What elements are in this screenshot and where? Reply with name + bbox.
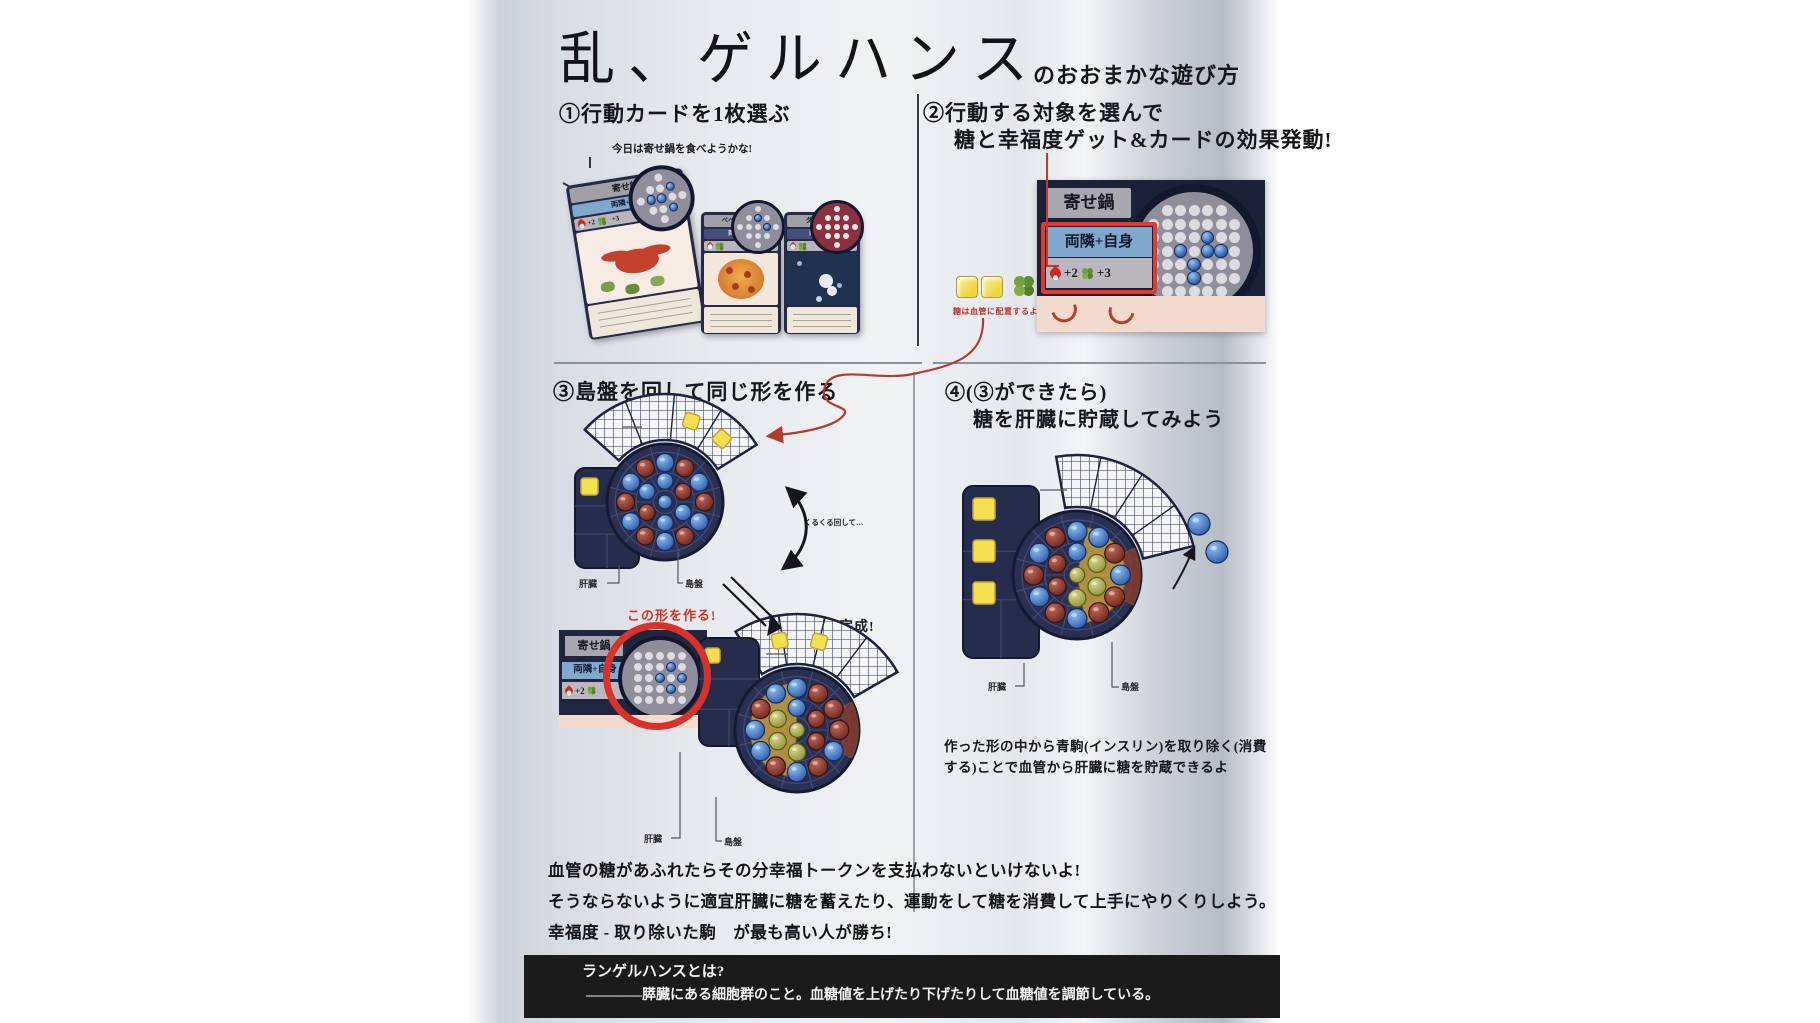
- section4-heading-line1: ④(③ができたら): [945, 382, 1108, 404]
- pattern-disc-red: [810, 200, 864, 254]
- vegetable-illustration: [599, 281, 616, 294]
- card-food-image: [704, 253, 778, 305]
- card-food-strip: [1037, 296, 1265, 332]
- action-card-diving: ダイビング 両隣/自身: [784, 200, 864, 334]
- blood-value: +2: [586, 218, 596, 228]
- label-islet-board: 島盤: [724, 837, 743, 847]
- blood-icon: [788, 241, 798, 251]
- make-shape-note: この形を作る!: [627, 608, 717, 623]
- card-scene-image: [787, 253, 857, 305]
- effect-highlight-box: 両隣+自身 +2 +3: [1041, 222, 1157, 294]
- card-description-box: [787, 307, 857, 333]
- footer-answer: ――――膵臓にある細胞群のこと。血糖値を上げたり下げたりして血糖値を調節している…: [586, 988, 1160, 1003]
- blood-icon: [576, 218, 588, 230]
- crab-claw: [1051, 303, 1081, 327]
- label-islet-board: 島盤: [1121, 682, 1140, 692]
- label-liver: 肝臓: [644, 834, 663, 844]
- divider-horizontal-left: [554, 362, 922, 364]
- divider-vertical-top: [917, 94, 919, 346]
- card-title: 寄せ鍋: [1047, 188, 1131, 218]
- blood-icon: [705, 241, 715, 251]
- shape-highlight-circle: [603, 622, 711, 730]
- card-target: 両隣+自身: [1046, 227, 1152, 257]
- blood-icon: [563, 684, 575, 697]
- rulebook-poster: 乱、ゲルハンス のおおまかな遊び方 ①行動カードを1枚選ぶ 今日は寄せ鍋を食べよ…: [467, 0, 1332, 1023]
- card-description-box: [704, 307, 778, 333]
- section4-body-line1: 作った形の中から青駒(インスリン)を取り除く(消費: [944, 739, 1267, 754]
- clover-icon: [587, 686, 596, 695]
- happiness-token: [1012, 274, 1036, 298]
- clover-value: +3: [611, 214, 620, 224]
- divider-horizontal-right: [933, 362, 1266, 364]
- pattern-disc: [731, 200, 785, 254]
- blood-value: +2: [575, 685, 585, 696]
- game-logo: 乱、ゲルハンス: [559, 26, 1041, 93]
- sugar-placement-note: 糖は血管に配置するよ!: [953, 307, 1042, 316]
- clover-icon: [715, 241, 724, 250]
- islet-board-b1: [574, 392, 759, 569]
- clover-icon: [1081, 267, 1094, 280]
- islet-board-b2: [698, 612, 900, 794]
- blood-value: +2: [1064, 265, 1078, 280]
- crab-illustration: [613, 246, 661, 277]
- crab-claw: [1105, 306, 1135, 328]
- footer-question: ランゲルハンスとは?: [582, 964, 725, 980]
- rotate-note: くるくる回して…: [804, 518, 864, 527]
- zoomed-card-nabe: 寄せ鍋 両隣+自身 +2 +3: [1037, 180, 1265, 332]
- title-suffix: のおおまかな遊び方: [1033, 63, 1241, 88]
- blood-icon: [1047, 265, 1064, 281]
- section1-subtext: 今日は寄せ鍋を食べようかな!: [612, 144, 752, 155]
- section1-heading: ①行動カードを1枚選ぶ: [559, 102, 791, 126]
- label-islet-board: 島盤: [685, 579, 704, 589]
- label-liver: 肝臓: [579, 579, 598, 589]
- islet-board-b3: [962, 453, 1229, 659]
- section2-heading-line2: 糖と幸福度ゲット&カードの効果発動!: [954, 128, 1333, 152]
- label-liver: 肝臓: [988, 682, 1007, 692]
- target-shape-card: 寄せ鍋 両隣+自身 +2: [559, 622, 711, 730]
- divider-vertical-bottom: [913, 372, 915, 912]
- pizza-illustration: [718, 259, 764, 299]
- action-card-nabe: 寄せ鍋 両隣+自身 +2 +3: [565, 160, 707, 341]
- summary-line3: 幸福度 - 取り除いた駒 が最も高い人が勝ち!: [548, 923, 893, 942]
- diver-illustration: [819, 273, 834, 288]
- action-card-pizza: ペペロニピザ 両隣/自身: [701, 200, 785, 334]
- sugar-token: [981, 276, 1003, 298]
- footer-bar: ランゲルハンスとは? ――――膵臓にある細胞群のこと。血糖値を上げたり下げたりし…: [524, 955, 1280, 1018]
- clover-value: +3: [1096, 265, 1111, 280]
- clover-icon: [798, 241, 807, 250]
- summary-line1: 血管の糖があふれたらその分幸福トークンを支払わないといけないよ!: [548, 861, 1081, 880]
- clover-icon: [596, 216, 606, 226]
- section4-heading-line2: 糖を肝臓に貯蔵してみよう: [973, 409, 1225, 431]
- sugar-token: [956, 276, 978, 298]
- section2-heading-line1: ②行動する対象を選んで: [923, 101, 1164, 125]
- section4-body-line2: する)ことで血管から肝臓に糖を貯蔵できるよ: [944, 760, 1229, 775]
- summary-line2: そうならないように適宜肝臓に糖を蓄えたり、運動をして糖を消費して上手にやりくりし…: [548, 892, 1277, 911]
